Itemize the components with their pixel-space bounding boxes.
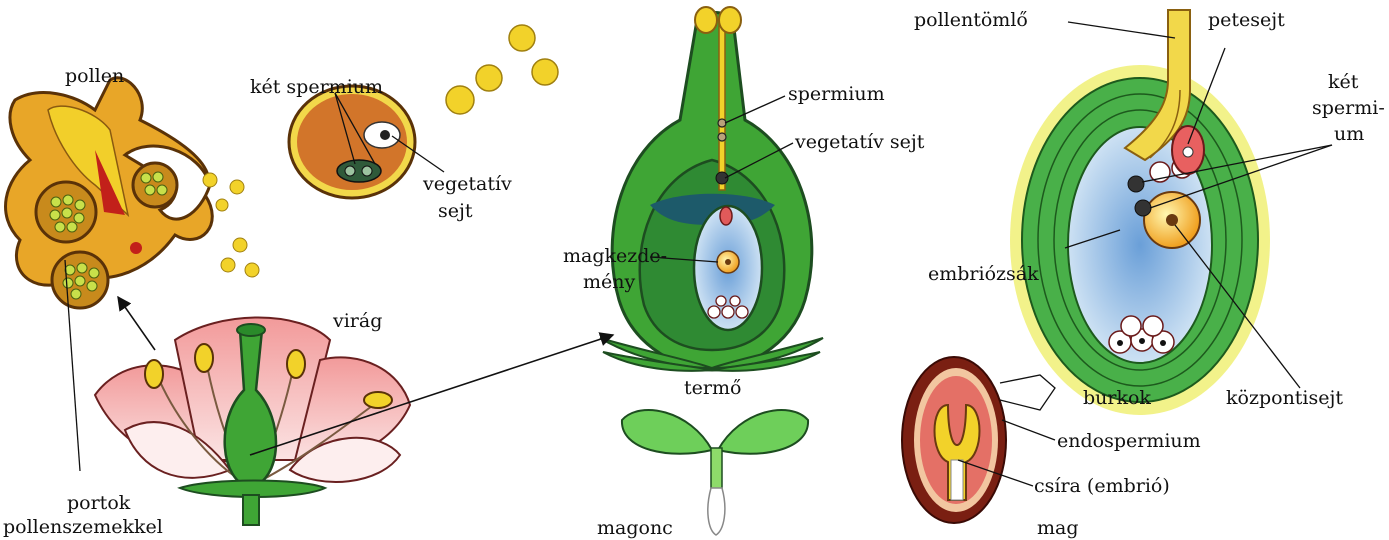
label-virag: virág bbox=[332, 310, 382, 332]
label-termo: termő bbox=[684, 377, 741, 399]
label-ket-spermium-right-3: um bbox=[1334, 123, 1364, 145]
seed-illustration bbox=[902, 357, 1006, 523]
label-pollentomlo: pollentömlő bbox=[914, 9, 1028, 31]
label-ket-spermium-right-1: két bbox=[1328, 71, 1359, 93]
label-portok-1: portok bbox=[67, 492, 131, 514]
label-magkezdemeny-2: mény bbox=[583, 271, 635, 293]
label-magonc: magonc bbox=[597, 517, 673, 539]
loose-pollen-grains bbox=[446, 25, 558, 114]
label-ket-spermium-left: két spermium bbox=[250, 76, 383, 98]
label-endospermium: endospermium bbox=[1057, 430, 1201, 452]
label-ket-spermium-right-2: spermi- bbox=[1312, 97, 1385, 119]
arrow-flower-to-anther bbox=[118, 297, 155, 350]
label-csira: csíra (embrió) bbox=[1034, 475, 1170, 497]
label-kozpontisejt: központisejt bbox=[1226, 387, 1343, 409]
label-petesejt: petesejt bbox=[1208, 9, 1285, 31]
label-portok-2: pollenszemekkel bbox=[3, 516, 163, 538]
label-magkezdemeny-1: magkezde- bbox=[563, 245, 667, 267]
pollen-grain-illustration bbox=[289, 86, 415, 198]
label-pollen: pollen bbox=[65, 65, 124, 87]
label-vegetativ-left-1: vegetatív bbox=[422, 173, 512, 195]
label-burkok: burkok bbox=[1083, 387, 1151, 409]
pistil-illustration bbox=[600, 7, 823, 371]
label-vegetativ-sejt: vegetatív sejt bbox=[794, 131, 925, 153]
flower-illustration bbox=[95, 318, 410, 526]
label-mag: mag bbox=[1037, 517, 1079, 539]
label-spermium: spermium bbox=[788, 83, 885, 105]
label-vegetativ-left-2: sejt bbox=[438, 200, 473, 222]
label-embriozsak: embriózsák bbox=[928, 263, 1039, 285]
embryo-sac-illustration bbox=[1010, 10, 1270, 415]
anther-illustration bbox=[6, 78, 259, 308]
